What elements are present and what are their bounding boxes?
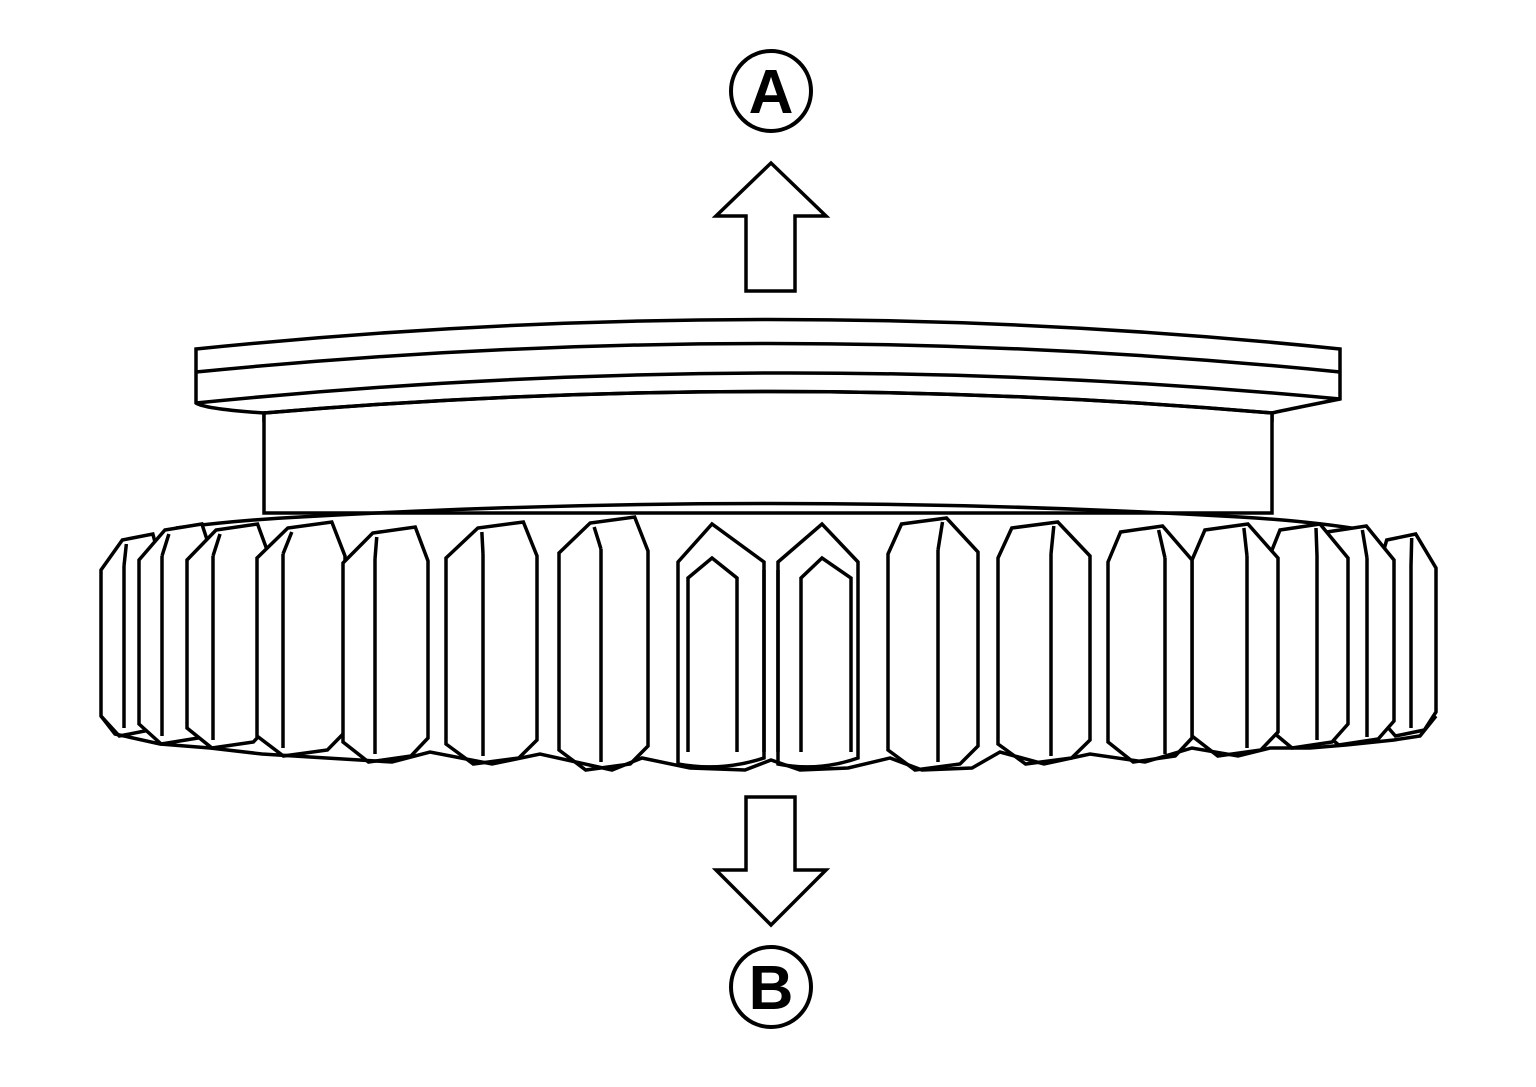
hub-top-edge: [263, 389, 1273, 415]
gear-tooth: [676, 521, 766, 769]
gear-tooth: [255, 520, 347, 758]
hub-body: [262, 389, 1274, 515]
arrow-up-icon: [711, 160, 831, 293]
gear-face-top-edge: [175, 501, 1365, 532]
callout-a-ring: [729, 49, 813, 133]
callout-b-ring: [729, 945, 813, 1029]
gear-tooth: [341, 525, 430, 764]
callout-b: B: [729, 945, 813, 1029]
gear-tooth: [1106, 524, 1194, 764]
gear-tooth: [996, 520, 1092, 766]
arrow-down-icon: [711, 795, 831, 928]
gear-hub: [262, 389, 1274, 515]
gear-tooth: [444, 520, 539, 766]
gear-tooth: [557, 515, 650, 772]
tooth-gap: [762, 570, 780, 752]
callout-a: A: [729, 49, 813, 133]
gear-tooth: [886, 516, 980, 772]
callout-a-label: A: [749, 58, 794, 127]
callout-b-label: B: [749, 954, 794, 1023]
gear-tooth: [1190, 522, 1280, 758]
gear-tooth: [776, 521, 860, 769]
gear-tooth: [1266, 522, 1350, 750]
flange-upper-edge: [195, 341, 1341, 374]
flange-lower-edge: [195, 371, 1341, 405]
gear-root-line: [99, 714, 1438, 772]
gear-teeth: [99, 515, 1438, 772]
